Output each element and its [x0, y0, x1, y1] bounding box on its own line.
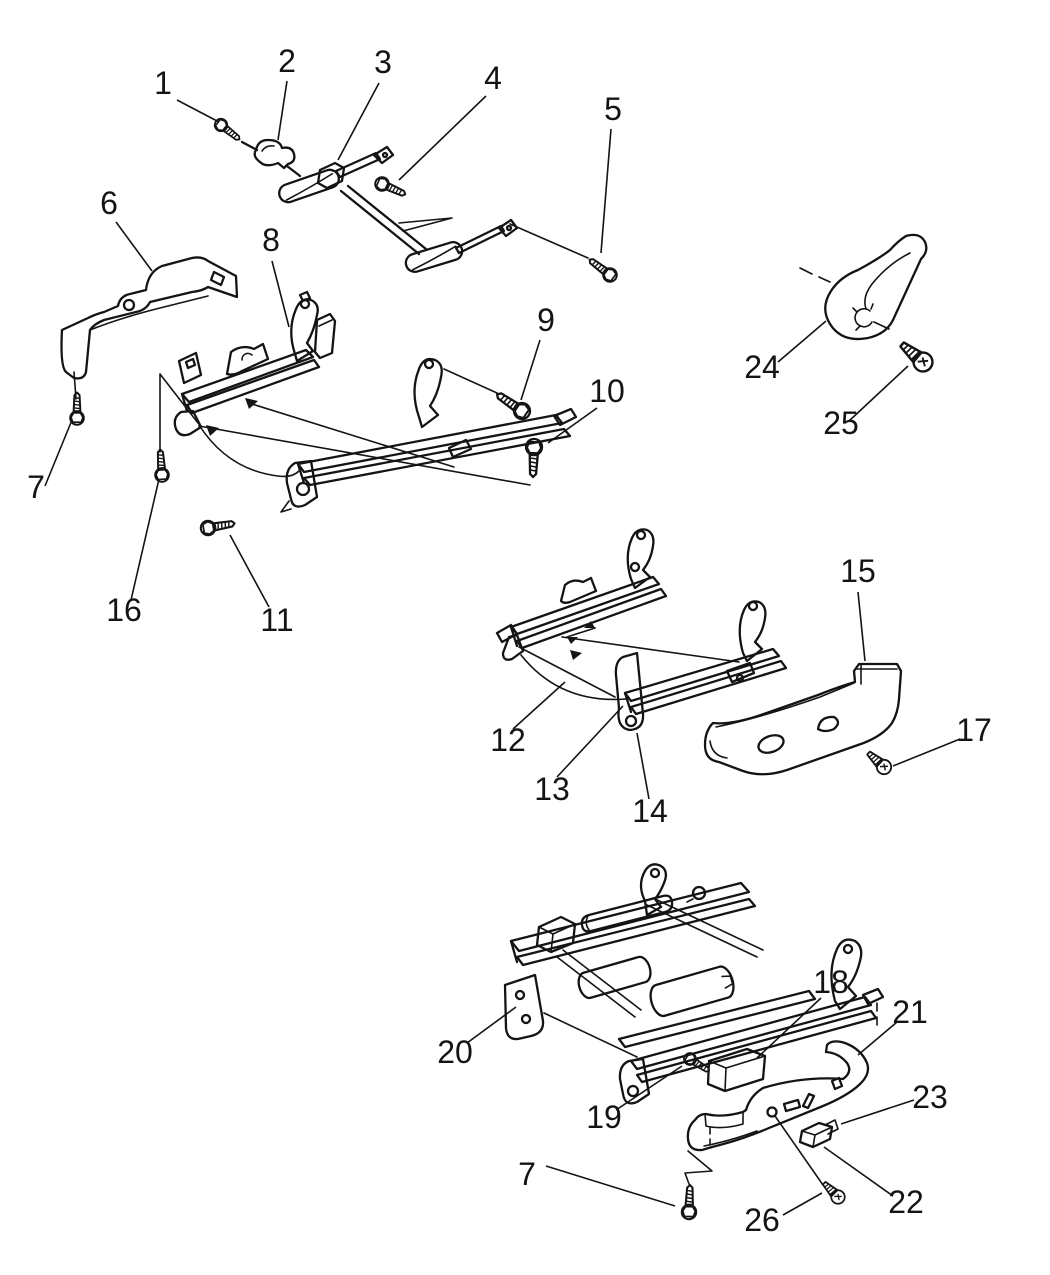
- leader-25: [848, 365, 909, 422]
- part-11-bolt: [198, 515, 237, 538]
- callout-19: 19: [586, 1099, 622, 1135]
- callout-3: 3: [374, 44, 392, 80]
- part-20-power-seat-adjuster: [503, 863, 885, 1105]
- callout-13: 13: [534, 771, 570, 807]
- linkage-wire: [411, 196, 452, 218]
- leader-3: [337, 82, 380, 161]
- callout-14: 14: [632, 793, 668, 829]
- part-2-release-clip: [240, 138, 302, 178]
- leader-8: [271, 260, 290, 328]
- callout-16: 16: [106, 592, 142, 628]
- callout-2: 2: [278, 43, 296, 79]
- leader-7-lower: [545, 1165, 676, 1207]
- leader-14: [636, 732, 650, 800]
- leader-11: [229, 534, 270, 608]
- leader-22: [823, 1146, 894, 1197]
- callout-8: 8: [262, 222, 280, 258]
- callout-21: 21: [892, 994, 928, 1030]
- leader-9: [520, 339, 541, 401]
- part-18-adjuster-module: [706, 1047, 767, 1093]
- part-17-screw: [862, 746, 896, 779]
- leader-6: [115, 221, 153, 272]
- leader-17: [892, 738, 961, 767]
- leader-5: [600, 128, 612, 254]
- leader-19: [615, 1065, 683, 1111]
- part-12-13-14-seat-adjuster-assembly: [495, 528, 788, 732]
- callout-24: 24: [744, 349, 780, 385]
- part-5-rod-and-bolt: [509, 223, 589, 259]
- part-22-23-retainer-clip: [798, 1119, 839, 1149]
- leader-12: [512, 681, 566, 730]
- part-7-screw-upper: [69, 391, 85, 426]
- leader-16: [130, 478, 160, 601]
- callout-25: 25: [823, 405, 859, 441]
- leader-lines: [44, 80, 961, 1216]
- leader-18: [756, 997, 822, 1059]
- callout-11: 11: [260, 602, 293, 638]
- callout-15: 15: [840, 553, 876, 589]
- callout-18: 18: [813, 964, 849, 1000]
- part-26-screw: [818, 1177, 849, 1208]
- callout-10: 10: [589, 373, 625, 409]
- part-16-screw: [152, 448, 171, 484]
- part-25-screw: [894, 336, 938, 377]
- leader-7-upper: [44, 419, 73, 487]
- part-15-adjuster-shield: [703, 662, 903, 776]
- callout-17: 17: [956, 712, 992, 748]
- callout-20: 20: [437, 1034, 473, 1070]
- part-9-bolt: [491, 386, 535, 424]
- callout-23: 23: [912, 1079, 948, 1115]
- leader-24: [777, 320, 827, 363]
- leader-2: [277, 80, 288, 141]
- leader-13: [556, 705, 624, 778]
- leader-4: [398, 95, 487, 181]
- callout-9: 9: [537, 302, 555, 338]
- part-7-screw-lower: [680, 1183, 699, 1221]
- callout-26: 26: [744, 1202, 780, 1238]
- callout-22: 22: [888, 1184, 924, 1220]
- leader-21: [857, 1021, 898, 1056]
- part-3-adjuster-handle-linkage: [278, 145, 519, 273]
- part-21-adjuster-shield-lower: [684, 1040, 870, 1186]
- leader-15: [857, 591, 866, 662]
- callout-7-lower: 7: [518, 1156, 536, 1192]
- callout-6: 6: [100, 185, 118, 221]
- leader-26: [782, 1192, 823, 1216]
- part-8-seat-adjuster-assembly: [159, 290, 578, 513]
- leader-20: [466, 1006, 517, 1044]
- leader-10: [547, 407, 598, 444]
- callout-5: 5: [604, 91, 622, 127]
- part-6-seat-track-shield: [60, 256, 239, 400]
- part-24-recliner-handle: [799, 233, 928, 341]
- leader-23: [840, 1099, 915, 1125]
- callout-4: 4: [484, 60, 502, 96]
- callout-7-upper: 7: [27, 469, 45, 505]
- part-5-bolt: [584, 253, 621, 286]
- callout-labels: 1 2 3 4 5 6 7 8 9 10 11 12 13 14 15 16 1…: [27, 43, 992, 1238]
- callout-1: 1: [154, 65, 172, 101]
- part-4-bolt: [372, 174, 410, 202]
- leader-1: [176, 99, 220, 123]
- part-10-bolt: [523, 437, 544, 479]
- callout-12: 12: [490, 722, 526, 758]
